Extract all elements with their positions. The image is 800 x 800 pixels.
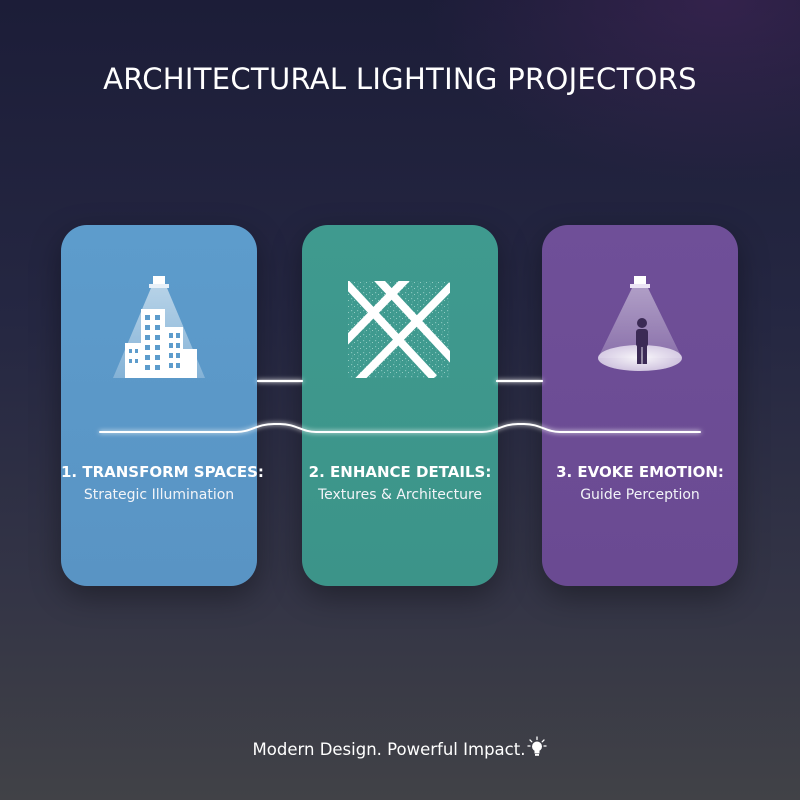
textured-cross-pattern-icon [348, 281, 450, 378]
person-spotlight-icon [598, 276, 682, 371]
card-evoke-emotion: 3. EVOKE EMOTION: Guide Perception [542, 225, 738, 586]
lightbulb-icon [527, 736, 548, 756]
tagline-text: Modern Design. Powerful Impact. [252, 740, 526, 759]
card-subtitle: Textures & Architecture [317, 487, 483, 503]
card-subtitle: Guide Perception [580, 487, 700, 503]
tagline: Modern Design. Powerful Impact. [0, 736, 800, 759]
card-subtitle: Strategic Illumination [83, 487, 235, 503]
card-heading: 1. TRANSFORM SPACES: [61, 463, 264, 481]
card-transform-spaces: 1. TRANSFORM SPACES: Strategic Illuminat… [61, 225, 264, 586]
card-enhance-details: 2. ENHANCE DETAILS: Textures & Architect… [302, 225, 498, 586]
building-spotlight-icon [113, 276, 205, 378]
card-heading: 2. ENHANCE DETAILS: [308, 463, 492, 481]
card-heading: 3. EVOKE EMOTION: [556, 463, 724, 481]
page-title: ARCHITECTURAL LIGHTING PROJECTORS [103, 62, 697, 96]
